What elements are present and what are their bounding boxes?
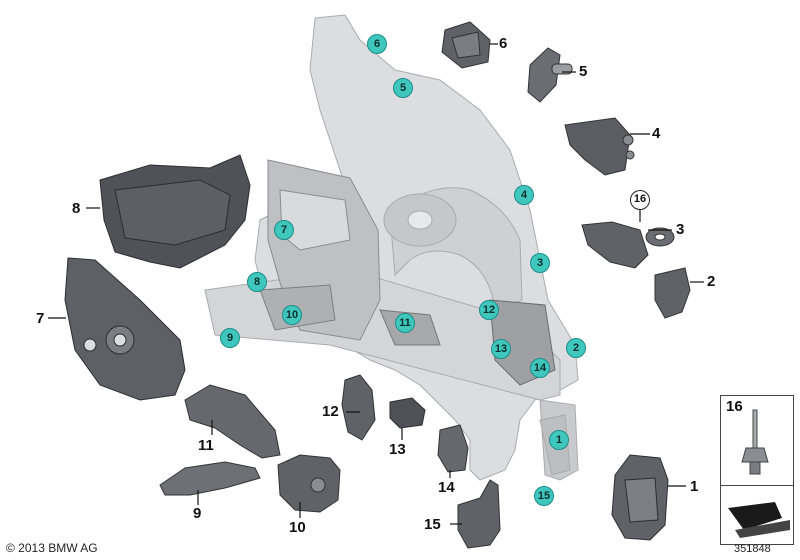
legend-arrow: [728, 502, 790, 538]
label-12: 12: [322, 403, 339, 420]
badge-3: 3: [530, 253, 550, 273]
label-7: 7: [36, 310, 45, 327]
copyright-text: © 2013 BMW AG: [6, 541, 98, 555]
part-9: [159, 461, 261, 496]
badge-13: 13: [491, 339, 511, 359]
leader-lines: [48, 43, 704, 525]
legend-divider: [720, 485, 794, 486]
badge-15: 15: [534, 486, 554, 506]
label-16-callout: 16: [630, 190, 650, 210]
part-11: [184, 384, 281, 459]
label-10: 10: [289, 519, 306, 536]
label-8: 8: [72, 200, 81, 217]
part-7: [64, 257, 186, 401]
part-13: [389, 397, 426, 429]
legend-part-number: 16: [726, 398, 743, 415]
label-14: 14: [438, 479, 455, 496]
badge-9: 9: [220, 328, 240, 348]
label-2: 2: [707, 273, 716, 290]
part-1: [611, 454, 669, 541]
badge-8: 8: [247, 272, 267, 292]
badge-5: 5: [393, 78, 413, 98]
badge-12: 12: [479, 300, 499, 320]
badge-4: 4: [514, 185, 534, 205]
badge-11: 11: [395, 313, 415, 333]
badge-6: 6: [367, 34, 387, 54]
label-6: 6: [499, 35, 508, 52]
label-15: 15: [424, 516, 441, 533]
legend-box: [720, 395, 794, 545]
part-5: [527, 47, 573, 103]
badge-10: 10: [282, 305, 302, 325]
label-5: 5: [579, 63, 588, 80]
legend-rivet: [741, 409, 769, 475]
part-3: [581, 221, 675, 269]
label-11: 11: [198, 437, 214, 454]
label-13: 13: [389, 441, 406, 458]
part-15: [457, 479, 501, 549]
badge-14: 14: [530, 358, 550, 378]
part-2: [654, 267, 691, 319]
part-4: [564, 117, 635, 176]
part-6: [441, 21, 491, 69]
part-14: [437, 424, 469, 473]
part-10: [277, 454, 341, 513]
label-4: 4: [652, 125, 661, 142]
badge-7: 7: [274, 220, 294, 240]
label-1: 1: [690, 478, 699, 495]
image-id: 351848: [734, 543, 771, 555]
badge-2: 2: [566, 338, 586, 358]
part-12: [341, 374, 376, 441]
part-8: [99, 154, 251, 269]
badge-1: 1: [549, 430, 569, 450]
label-3: 3: [676, 221, 685, 238]
label-9: 9: [193, 505, 202, 522]
